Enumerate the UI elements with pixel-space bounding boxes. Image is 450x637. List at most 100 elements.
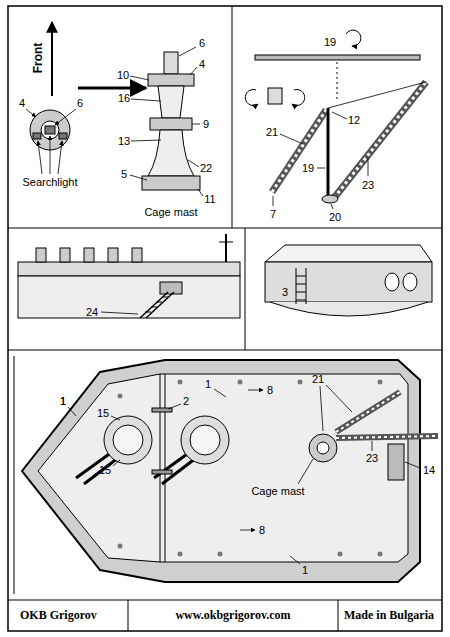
leader-line [55, 109, 76, 125]
leader-line [68, 407, 76, 416]
crane-beam [337, 62, 338, 100]
deck-side-view [36, 248, 46, 262]
leader-line [130, 175, 147, 180]
cage-mast-figure [142, 52, 200, 190]
deck-side-view [18, 234, 240, 318]
leader-line [298, 459, 313, 484]
deck-side-view [225, 234, 227, 262]
cage-mast-figure [164, 52, 178, 74]
superstructure-block [270, 302, 428, 316]
gun-turret [190, 425, 220, 455]
callout-number: 22 [200, 163, 212, 174]
leader-line [68, 385, 420, 564]
superstructure-block [403, 273, 417, 291]
deck-fitting [118, 380, 383, 557]
leader-line [26, 109, 36, 117]
origin-note: Made in Bulgaria [344, 609, 434, 621]
callout-number: 6 [199, 38, 205, 49]
crane-figure [327, 108, 330, 196]
deck-side-view [160, 282, 182, 294]
deck-side-view [219, 242, 233, 243]
hull-top-view [160, 374, 161, 562]
web-address: www.okbgrigorov.com [175, 609, 290, 621]
cage-mast-figure [148, 130, 194, 176]
deck-crane [336, 436, 438, 438]
cage-mast-base [309, 434, 337, 462]
sheet-frame [8, 600, 442, 601]
callout-number: 9 [203, 119, 209, 130]
leader-line [317, 168, 325, 169]
leader-line [273, 196, 274, 206]
deck-fitting [118, 544, 123, 549]
crane-pivot [292, 90, 305, 106]
deck-side-view [146, 292, 174, 318]
callout-number: 3 [282, 287, 288, 298]
leader-line [130, 76, 149, 80]
callout-number: 4 [19, 98, 25, 109]
callout-number: 15 [99, 465, 111, 476]
deck-fitting [178, 552, 183, 557]
hull-top-view [22, 360, 420, 582]
crane-figure [272, 110, 326, 192]
callout-number: 1 [302, 565, 308, 576]
view-arrow [78, 88, 146, 89]
deck-fitting [178, 380, 183, 385]
part-name: Searchlight [22, 177, 77, 188]
callout-number: 14 [423, 465, 435, 476]
sheet-frame [232, 6, 233, 228]
deck-fitting [218, 552, 223, 557]
callout-number: 20 [329, 212, 341, 223]
callout-number: 10 [117, 70, 129, 81]
callout-number: 21 [312, 374, 324, 385]
deck-crane [336, 392, 400, 432]
leader-line [101, 312, 138, 314]
deck-side-view [162, 297, 168, 298]
deck-side-view [108, 248, 118, 262]
callout-number: 4 [199, 59, 205, 70]
leader-line [326, 385, 352, 412]
leader-line [131, 99, 161, 101]
leader-line [280, 134, 303, 144]
callout-number: 2 [183, 396, 189, 407]
gun-turret [181, 416, 229, 464]
crane-figure [272, 110, 326, 192]
sheet-frame [128, 600, 129, 631]
deck-side-view [60, 248, 70, 262]
crane-figure [334, 82, 426, 198]
leader-line [101, 312, 138, 314]
crane-figure [272, 82, 426, 203]
superstructure-block [296, 276, 306, 277]
part-name: Cage mast [251, 486, 304, 497]
cage-mast-figure [158, 86, 184, 118]
superstructure-block [385, 273, 399, 291]
deck-side-view [18, 262, 240, 276]
front-arrow [52, 22, 53, 96]
superstructure-block [306, 268, 307, 304]
leader-line [131, 140, 161, 141]
callout-number: 19 [324, 37, 336, 48]
crane-beam [255, 55, 420, 60]
gun-turret [76, 416, 229, 484]
leader-line [113, 460, 120, 466]
crane-figure [328, 82, 426, 108]
deck-side-view [156, 302, 162, 303]
cage-mast-base [317, 442, 329, 454]
leader-line [331, 204, 333, 209]
callout-number: 8 [267, 385, 273, 396]
leader-line [38, 141, 42, 174]
searchlight-platform [33, 133, 41, 139]
cage-mast-figure [148, 74, 194, 86]
leader-line [50, 136, 51, 174]
gun-turret [76, 452, 112, 478]
leader-line [405, 462, 420, 468]
callout-number: 11 [204, 194, 215, 205]
callout-number: 8 [259, 525, 265, 536]
deck-side-view [140, 292, 168, 318]
sheet-frame [245, 228, 246, 350]
deck-side-view [132, 248, 142, 262]
leader-line [111, 416, 120, 420]
superstructure-block [296, 292, 306, 293]
leader-line [26, 109, 76, 174]
leader-line [248, 390, 263, 391]
